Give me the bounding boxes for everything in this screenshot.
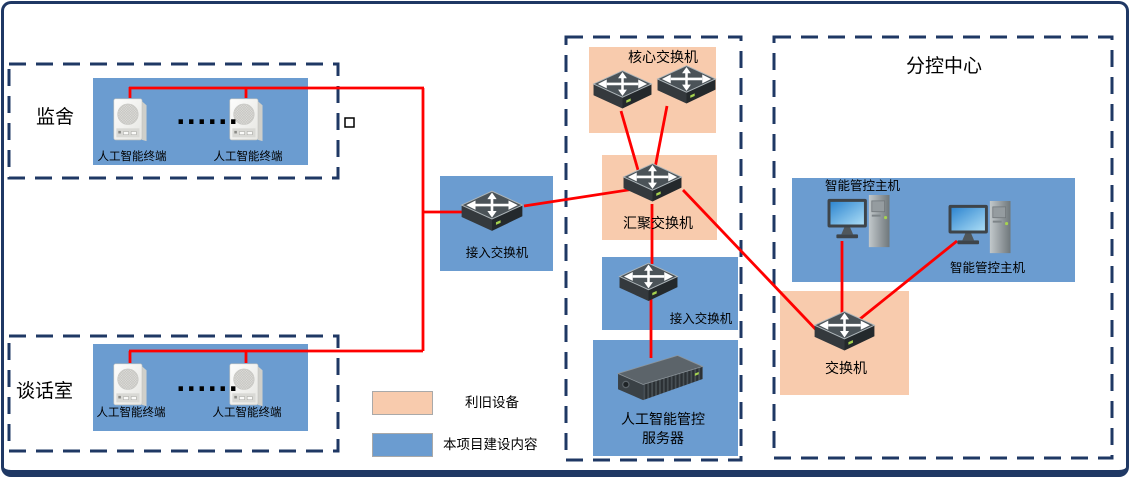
ai-terminal-icon [111, 360, 150, 410]
switch-icon [812, 309, 877, 357]
legend-reused-swatch [372, 391, 433, 415]
control-host-label: 智能管控主机 [825, 178, 901, 193]
control-host-icon [948, 200, 1014, 261]
sub-control-center-title: 分控中心 [905, 55, 983, 77]
more-devices-ellipsis: ...... [176, 101, 239, 130]
aggregation-switch-icon [621, 161, 684, 208]
access-switch-icon [459, 189, 525, 237]
ai-terminal-label: 人工智能终端 [212, 405, 282, 419]
legend-new-label: 本项目建设内容 [443, 437, 538, 453]
ai-terminal-label: 人工智能终端 [96, 405, 166, 419]
ai-terminal-icon [111, 95, 150, 145]
legend-reused-label: 利旧设备 [465, 395, 519, 411]
access-switch-left-label: 接入交换机 [465, 245, 529, 260]
ai-server-label-line1: 人工智能管控 [621, 412, 705, 428]
core-switch-icon [655, 63, 718, 110]
core-switch-icon [591, 68, 654, 115]
control-host-label: 智能管控主机 [950, 260, 1026, 275]
jail-cell-title: 监舍 [36, 106, 75, 128]
ai-terminal-label: 人工智能终端 [97, 149, 167, 163]
access-switch-mid-label: 接入交换机 [669, 311, 733, 326]
ai-server-icon [607, 350, 709, 408]
access-switch-icon [617, 261, 680, 307]
switch-label: 交换机 [825, 361, 867, 377]
control-host-icon [827, 194, 893, 255]
core-switch-label: 核心交换机 [628, 50, 698, 66]
ai-server-label-line2: 服务器 [642, 431, 684, 447]
ai-terminal-label: 人工智能终端 [213, 149, 283, 163]
aggregation-switch-label: 汇聚交换机 [623, 216, 693, 232]
interview-room-title: 谈话室 [16, 380, 74, 402]
more-devices-ellipsis: ...... [176, 368, 239, 397]
legend-new-swatch [372, 433, 433, 457]
